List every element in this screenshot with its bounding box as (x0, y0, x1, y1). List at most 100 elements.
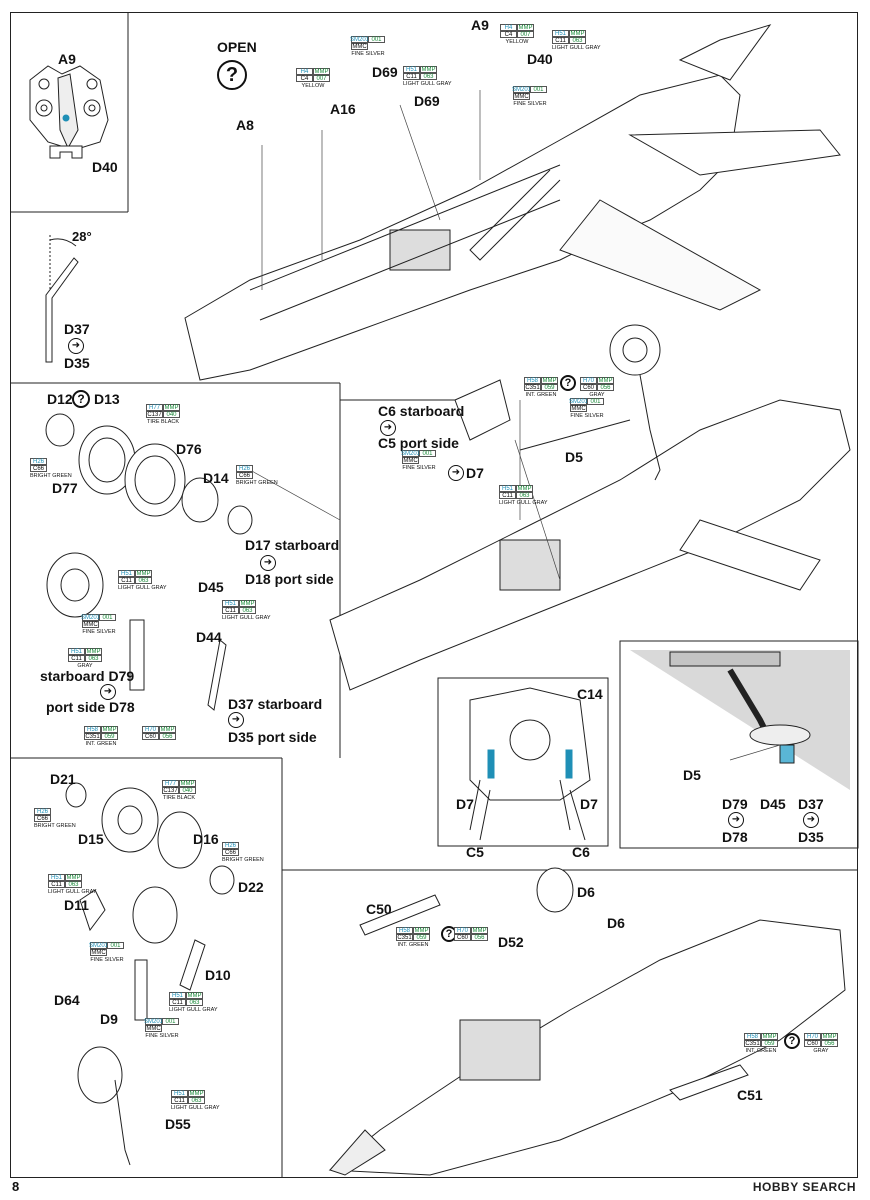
color-name: INT. GREEN (85, 741, 117, 747)
part-label-d12: D12 (47, 391, 73, 407)
color-code: MMP (517, 24, 534, 31)
part-label-d78: port side D78 (46, 699, 135, 715)
color-code: 056 (821, 1040, 838, 1047)
question-icon: ? (72, 390, 90, 408)
part-label-c51: C51 (737, 1087, 763, 1103)
part-label-c5: C5 port side (378, 435, 459, 451)
color-code: 001 (419, 450, 436, 457)
color-code: H77 (146, 404, 163, 411)
question-icon: ? (217, 60, 247, 90)
color-code: C4 (500, 31, 517, 38)
color-code: 063 (85, 655, 102, 662)
color-code: 063 (188, 1097, 205, 1104)
part-label-c6-b: C6 (572, 844, 590, 860)
part-label-d52: D52 (498, 934, 524, 950)
color-code: SM201 (401, 450, 421, 457)
direction-arrow-icon: ➜ (448, 465, 464, 481)
color-name: YELLOW (301, 83, 325, 89)
part-label-d76: D76 (176, 441, 202, 457)
color-name: FINE SILVER (82, 629, 116, 635)
color-code: C66 (34, 815, 51, 822)
part-label-d6-b: D6 (607, 915, 625, 931)
color-code: 056 (159, 733, 176, 740)
color-code: H58 (396, 927, 413, 934)
part-label-d6-a: D6 (577, 884, 595, 900)
color-code: 007 (313, 75, 330, 82)
color-name: BRIGHT GREEN (236, 480, 278, 486)
color-code: C11 (48, 881, 65, 888)
wheel-parts-lower (65, 782, 235, 1166)
color-code: H77 (162, 780, 179, 787)
color-name: INT. GREEN (745, 1048, 777, 1054)
direction-arrow-icon: ➜ (728, 812, 744, 828)
nose-section (328, 867, 846, 1176)
fuselage-middle (329, 324, 851, 691)
color-code: MMP (85, 648, 102, 655)
color-code: H70 (804, 1033, 821, 1040)
part-label-d17: D17 starboard (245, 537, 340, 553)
color-code: MMP (471, 927, 488, 934)
part-label-d15: D15 (78, 831, 104, 847)
color-code: MMP (413, 927, 430, 934)
color-code: MMP (821, 1033, 838, 1040)
page-frame (10, 12, 858, 1178)
color-code: MMP (597, 377, 614, 384)
color-code: C11 (171, 1097, 188, 1104)
color-code: MMC (351, 43, 368, 50)
color-name: YELLOW (505, 39, 529, 45)
color-name: FINE SILVER (90, 957, 124, 963)
color-code: H58 (524, 377, 541, 384)
color-code: C11 (169, 999, 186, 1006)
color-code: MMC (90, 949, 107, 956)
color-name: LIGHT GULL GRAY (118, 585, 167, 591)
color-code: 040 (163, 411, 180, 418)
color-code: C66 (30, 465, 47, 472)
watermark-logo: HOBBY SEARCH (752, 1180, 856, 1194)
color-name: LIGHT GULL GRAY (171, 1105, 220, 1111)
color-code: MMP (313, 68, 330, 75)
color-code: MMP (186, 992, 203, 999)
part-label-d35-inset: D35 (64, 355, 90, 371)
part-label-c50: C50 (366, 901, 392, 917)
color-code: H4 (500, 24, 517, 31)
direction-arrow-icon: ➜ (100, 684, 116, 700)
color-code: H51 (171, 1090, 188, 1097)
part-label-d7-a: D7 (456, 796, 474, 812)
color-name: TIRE BLACK (162, 795, 196, 801)
color-name: FINE SILVER (402, 465, 436, 471)
part-label-d22: D22 (238, 879, 264, 895)
color-name: GRAY (589, 392, 605, 398)
color-code: C60 (804, 1040, 821, 1047)
color-code: C11 (118, 577, 135, 584)
part-label-d69-a: D69 (372, 64, 398, 80)
color-code: C60 (454, 934, 471, 941)
color-code: H26 (34, 808, 51, 815)
color-code: 007 (517, 31, 534, 38)
color-code: SM201 (89, 942, 109, 949)
page-number: 8 (12, 1179, 20, 1194)
color-name: BRIGHT GREEN (30, 473, 72, 479)
part-label-a16: A16 (330, 101, 356, 117)
color-name: FINE SILVER (145, 1033, 179, 1039)
color-code: MMC (402, 457, 419, 464)
color-code: MMP (541, 377, 558, 384)
direction-arrow-icon: ➜ (68, 338, 84, 354)
color-code: C351 (744, 1040, 761, 1047)
color-code: C137 (146, 411, 163, 418)
color-code: C11 (499, 492, 516, 499)
color-code: 059 (101, 733, 118, 740)
direction-arrow-icon: ➜ (380, 420, 396, 436)
part-label-d45: D45 (198, 579, 224, 595)
part-label-d40-inset: D40 (92, 159, 118, 175)
color-code: C60 (580, 384, 597, 391)
